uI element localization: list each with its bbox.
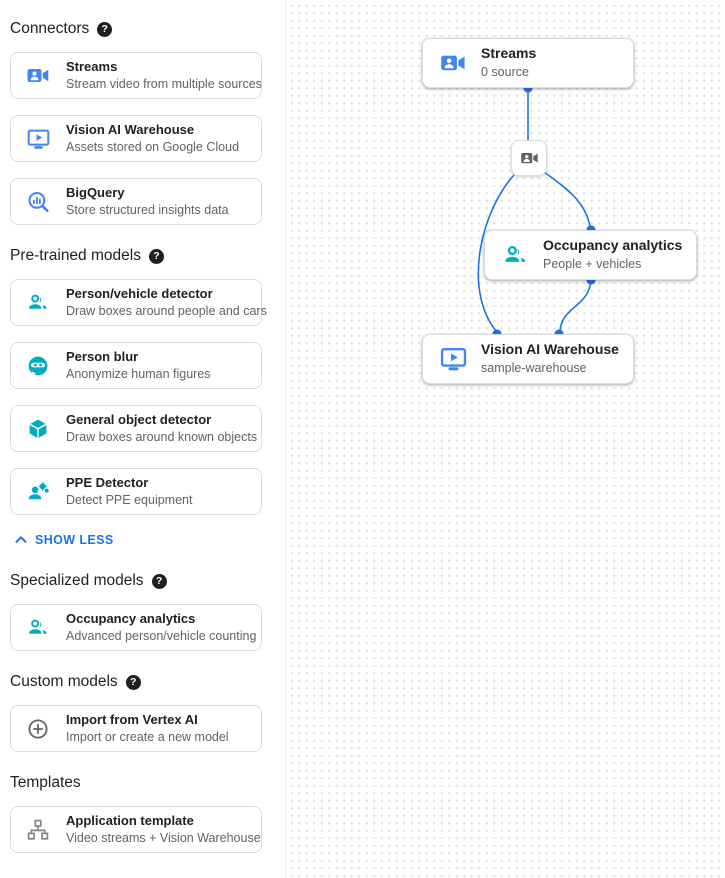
component-sidebar: Connectors ? Streams Stream video from m… [0,0,285,878]
video-camera-icon [438,50,468,77]
help-icon[interactable]: ? [148,248,164,264]
video-camera-icon [24,62,52,90]
card-subtitle: Stream video from multiple sources [66,76,262,91]
section-title: Pre-trained models [10,247,141,264]
card-person-vehicle-detector[interactable]: Person/vehicle detector Draw boxes aroun… [10,279,267,326]
card-bigquery[interactable]: BigQuery Store structured insights data [10,178,262,225]
help-icon[interactable]: ? [151,573,167,589]
card-subtitle: Import or create a new model [66,729,229,744]
card-title: Occupancy analytics [66,610,196,626]
card-subtitle: Draw boxes around known objects [66,429,258,444]
card-title: BigQuery [66,184,125,200]
cube-icon [24,415,52,443]
show-less-button[interactable]: SHOW LESS [12,531,262,548]
card-streams[interactable]: Streams Stream video from multiple sourc… [10,52,262,99]
section-heading-custom-models: Custom models ? [10,667,262,691]
card-person-blur[interactable]: .fillme{fill:#00acc1} Person blur Anonym… [10,342,262,389]
card-title: Vision AI Warehouse [66,121,195,137]
card-title: Person/vehicle detector [66,285,213,301]
card-subtitle: Store structured insights data [66,202,229,217]
node-subtitle: People + vehicles [543,257,642,272]
section-title: Specialized models [10,572,144,589]
card-title: Import from Vertex AI [66,711,198,727]
card-title: Person blur [66,348,139,364]
edge-stream-node-to-occupancy [543,171,591,228]
card-title: General object detector [66,411,212,427]
card-ppe-detector[interactable]: PPE Detector Detect PPE equipment [10,468,262,515]
card-import-from-vertex-ai[interactable]: Import from Vertex AI Import or create a… [10,705,262,752]
pipeline-canvas[interactable]: Streams 0 source Occupancy analytics Peo… [285,0,725,878]
node-title: Occupancy analytics [543,237,683,254]
node-stream-instance[interactable] [511,140,547,176]
node-streams[interactable]: Streams 0 source [422,38,634,88]
section-heading-specialized-models: Specialized models ? [10,566,262,590]
monitor-play-icon [24,125,52,153]
help-icon[interactable]: ? [125,674,141,690]
card-subtitle: Detect PPE equipment [66,492,193,507]
card-subtitle: Advanced person/vehicle counting [66,628,257,643]
card-title: Application template [66,812,194,828]
card-subtitle: Assets stored on Google Cloud [66,139,240,154]
card-title: PPE Detector [66,474,149,490]
face-blur-icon: .fillme{fill:#00acc1} [24,352,52,380]
pipeline-edges [477,83,596,339]
card-occupancy-analytics[interactable]: Occupancy analytics Advanced person/vehi… [10,604,262,651]
section-title: Custom models [10,673,118,690]
card-subtitle: Draw boxes around people and cars [66,303,267,318]
node-occupancy-analytics[interactable]: Occupancy analytics People + vehicles [484,230,697,280]
edge-stream-node-to-warehouse [477,174,515,332]
section-heading-templates: Templates [10,768,262,792]
node-title: Vision AI Warehouse [481,341,619,358]
section-title: Templates [10,774,81,791]
bigquery-magnifier-icon [24,188,52,216]
people-icon [500,242,530,269]
hierarchy-icon [24,816,52,844]
show-less-label: SHOW LESS [35,532,114,547]
node-title: Streams [481,45,537,62]
monitor-play-icon [438,345,468,373]
people-icon [24,614,52,642]
node-subtitle: sample-warehouse [481,361,587,376]
section-heading-pretrained-models: Pre-trained models ? [10,241,262,265]
section-title: Connectors [10,20,90,37]
node-vision-ai-warehouse[interactable]: Vision AI Warehouse sample-warehouse [422,334,634,384]
section-heading-connectors: Connectors ? [10,14,262,38]
help-icon[interactable]: ? [97,21,113,37]
card-subtitle: Video streams + Vision Warehouse [66,830,261,845]
node-subtitle: 0 source [481,65,529,80]
edge-occupancy-to-warehouse [559,279,592,332]
chevron-up-icon [12,531,30,548]
plus-circle-icon [24,715,52,743]
card-general-object-detector[interactable]: General object detector Draw boxes aroun… [10,405,262,452]
card-vision-ai-warehouse[interactable]: Vision AI Warehouse Assets stored on Goo… [10,115,262,162]
card-subtitle: Anonymize human figures [66,366,211,381]
video-camera-icon [514,149,544,168]
card-title: Streams [66,58,118,74]
person-gear-icon [24,478,52,506]
card-application-template[interactable]: Application template Video streams + Vis… [10,806,262,853]
people-icon [24,289,52,317]
